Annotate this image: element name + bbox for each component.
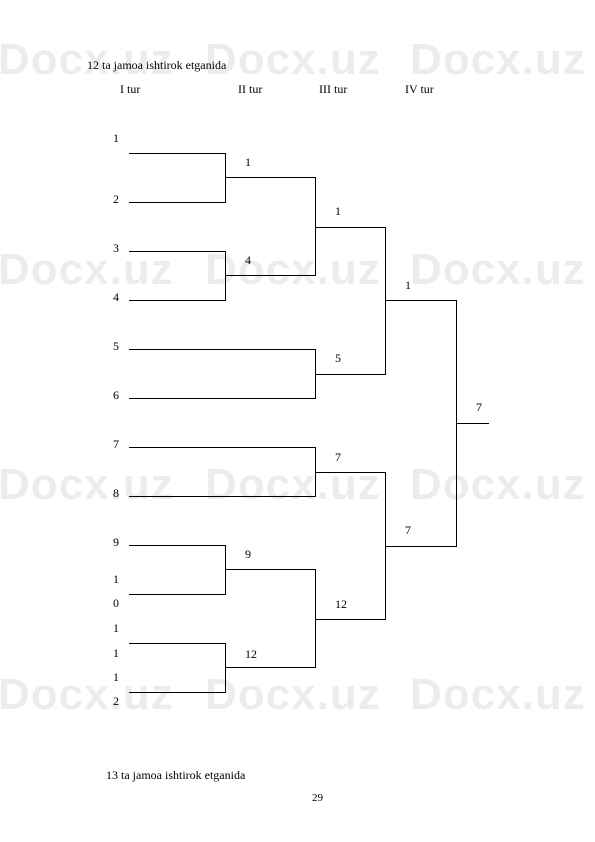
watermark-text: Docx.uz: [205, 35, 381, 84]
round3-winner: 7: [335, 450, 341, 464]
seed-number: 0: [113, 596, 119, 610]
round2-winner: 4: [245, 253, 251, 267]
round-label-2: II tur: [238, 82, 263, 96]
watermark-text: Docx.uz: [0, 670, 174, 719]
round2-winner: 9: [245, 547, 251, 561]
next-section-heading: 13 ta jamoa ishtirok etganida: [106, 768, 246, 782]
watermark-text: Docx.uz: [410, 35, 586, 84]
seed-number: 5: [113, 339, 119, 353]
watermark-text: Docx.uz: [410, 245, 586, 294]
watermark-text: Docx.uz: [205, 670, 381, 719]
round3-winner: 12: [335, 597, 347, 611]
round2-winner: 1: [245, 155, 251, 169]
section-heading: 12 ta jamoa ishtirok etganida: [87, 58, 227, 72]
seed-number: 1: [113, 646, 119, 660]
seed-number: 6: [113, 388, 119, 402]
watermark-text: Docx.uz: [410, 670, 586, 719]
seed-number: 2: [113, 694, 119, 708]
round-label-3: III tur: [319, 82, 348, 96]
round3-winner: 1: [335, 204, 341, 218]
seed-number: 4: [113, 290, 119, 304]
seed-number: 1: [113, 670, 119, 684]
round4-winner: 1: [405, 278, 411, 292]
round2-winner: 12: [245, 647, 257, 661]
watermark-text: Docx.uz: [0, 245, 174, 294]
round3-winner: 5: [335, 351, 341, 365]
round4-winner: 7: [405, 523, 411, 537]
seed-number: 8: [113, 486, 119, 500]
watermark-text: Docx.uz: [0, 460, 174, 509]
watermark-text: Docx.uz: [205, 245, 381, 294]
round-label-4: IV tur: [405, 82, 434, 96]
round-label-1: I tur: [120, 82, 141, 96]
seed-number: 7: [113, 437, 119, 451]
watermark-text: Docx.uz: [410, 460, 586, 509]
champion-label: 7: [476, 400, 482, 414]
watermark-text: Docx.uz: [0, 35, 174, 84]
seed-number: 1: [113, 621, 119, 635]
seed-number: 3: [113, 241, 119, 255]
page-number: 29: [312, 792, 323, 804]
seed-number: 1: [113, 131, 119, 145]
seed-number: 1: [113, 572, 119, 586]
watermark-text: Docx.uz: [205, 460, 381, 509]
seed-number: 2: [113, 192, 119, 206]
seed-number: 9: [113, 535, 119, 549]
